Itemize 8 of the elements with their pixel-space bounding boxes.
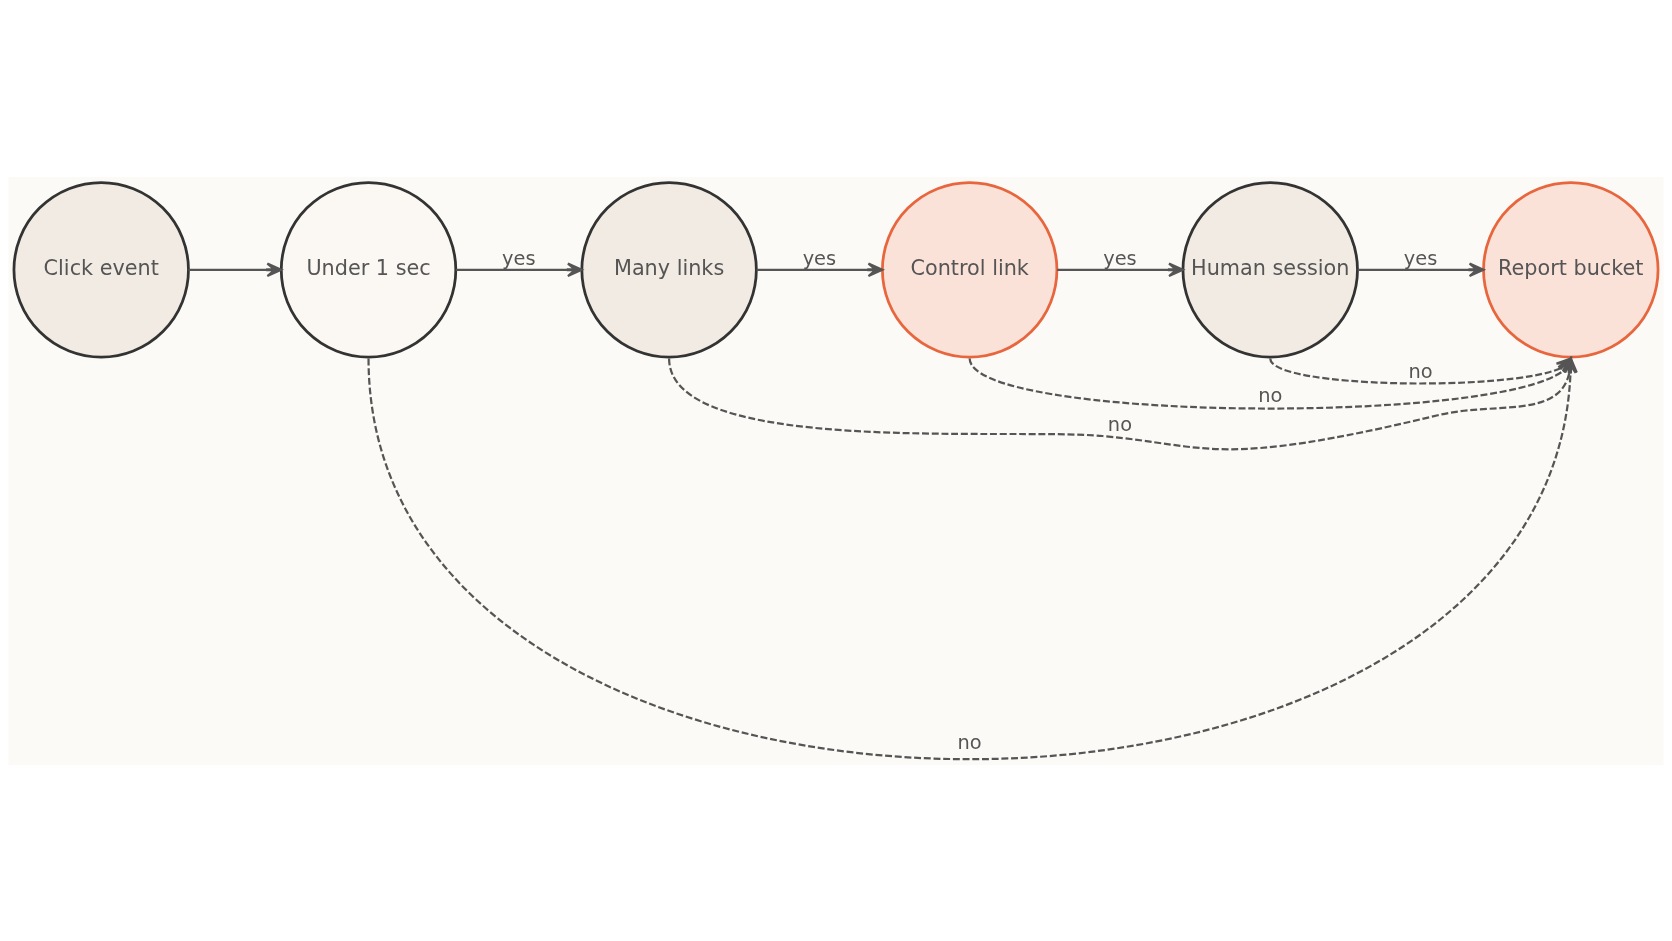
edge-label: yes bbox=[1103, 246, 1137, 270]
edge-label: no bbox=[1258, 383, 1283, 407]
edge-label: yes bbox=[1403, 246, 1438, 270]
edge-label: yes bbox=[802, 246, 837, 270]
edge-label: no bbox=[957, 730, 982, 754]
edge-label: no bbox=[1408, 359, 1433, 383]
edge-label: yes bbox=[502, 246, 536, 270]
edge-label: no bbox=[1107, 412, 1133, 436]
